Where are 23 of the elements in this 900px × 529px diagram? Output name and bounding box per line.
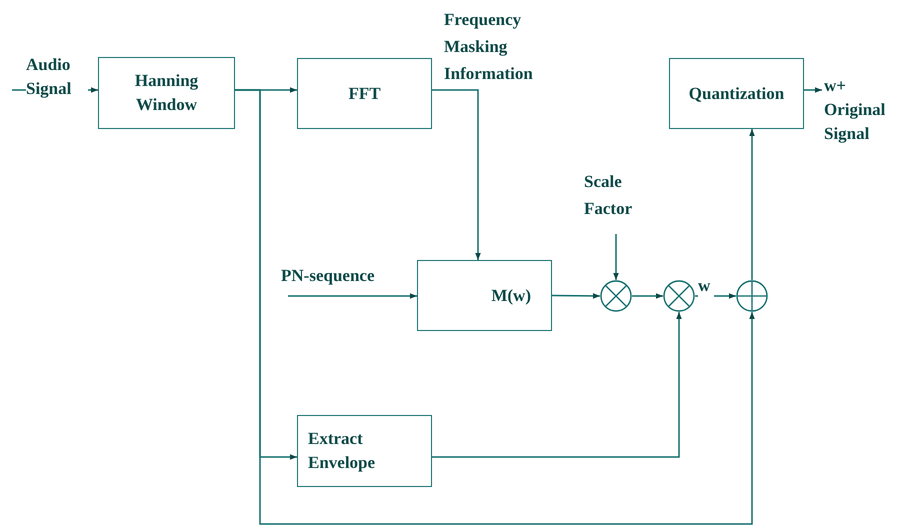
arrow — [235, 89, 755, 525]
arrow — [695, 293, 736, 299]
arrow — [432, 89, 481, 260]
operator-circle — [736, 280, 768, 312]
process-box — [669, 58, 804, 129]
process-box — [297, 415, 432, 487]
box-label: Quantization — [688, 82, 784, 104]
arrow — [804, 87, 822, 93]
arrow — [432, 312, 682, 458]
box-label: Extract Envelope — [308, 428, 376, 474]
arrow — [749, 129, 755, 280]
process-box — [297, 58, 432, 129]
box-label: Hanning Window — [134, 70, 200, 116]
operator-circle — [600, 280, 632, 312]
operator-circle — [663, 280, 695, 312]
arrow — [552, 293, 600, 299]
box-label: M(w) — [491, 284, 531, 306]
box-label: FFT — [348, 82, 381, 104]
arrow — [613, 234, 619, 280]
process-box — [417, 260, 552, 331]
process-box — [98, 57, 235, 129]
arrow — [632, 293, 663, 299]
arrow — [288, 293, 417, 299]
